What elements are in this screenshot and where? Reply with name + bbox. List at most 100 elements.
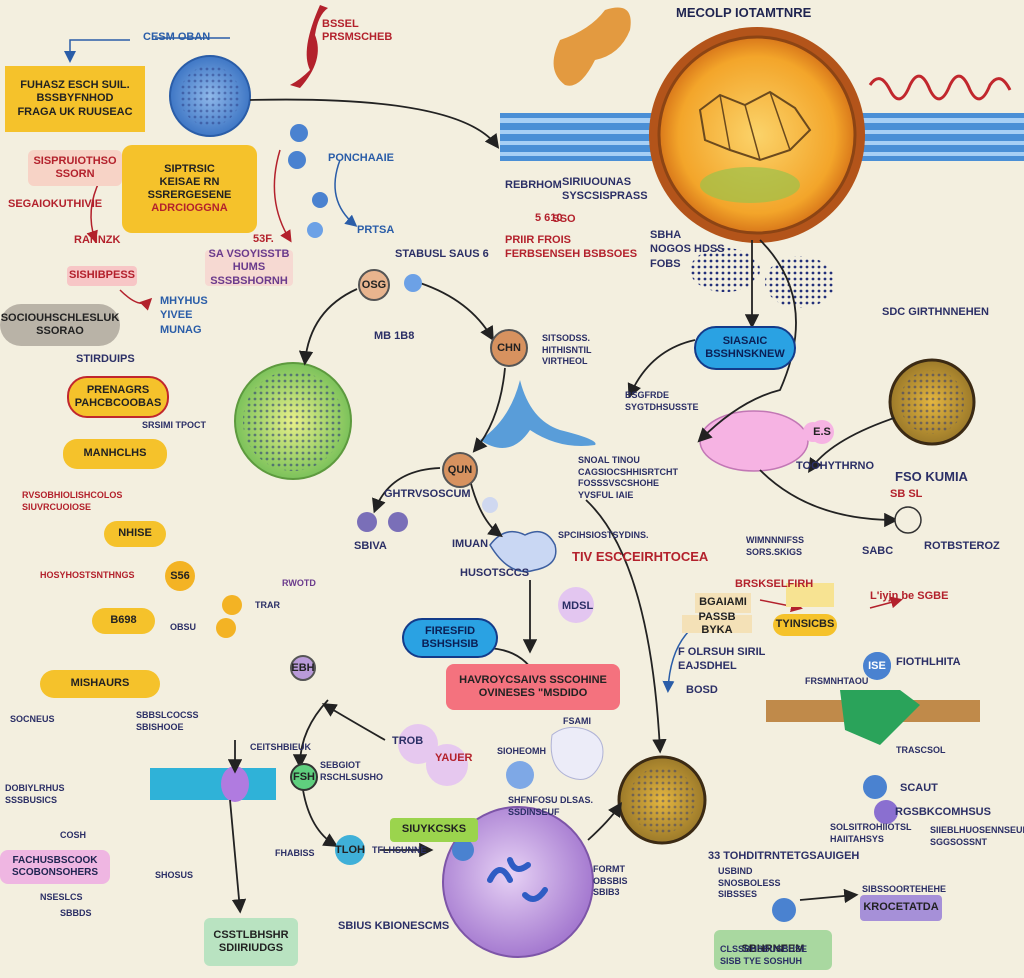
yellow-main-box: SIPTRSIC KEISAE RN SSRERGESENE ADRCIOGGN… <box>122 145 257 233</box>
label: TRAR <box>255 600 280 610</box>
red-oval-box: PRENAGRS PAHCBCOOBAS <box>67 376 169 418</box>
label: SOCNEUS <box>10 714 55 724</box>
label: ROTBSTEROZ <box>924 540 1000 552</box>
label-line: USBIND <box>718 866 753 876</box>
stirrup-label: STIRDUIPS <box>76 353 135 365</box>
small-node-icon <box>894 506 922 534</box>
small-node-icon <box>863 775 887 799</box>
label-group: SEBGIOT RSCHLSUSHO <box>320 760 383 783</box>
label: PONCHAAIE <box>328 152 395 164</box>
arrow-link <box>627 339 696 399</box>
node-chn: CHN <box>490 329 528 367</box>
blue-protein-icon-2 <box>489 530 557 573</box>
box-line: FIRESFID <box>424 624 476 637</box>
purple-box: KROCETATDA <box>860 895 942 921</box>
label-line: YVSFUL IAIE <box>578 490 634 501</box>
blue-protein-icon <box>480 380 596 448</box>
label-line: HAIITAHSYS <box>830 833 884 844</box>
label-group: SITSODSS. HITHISNTIL VIRTHEOL <box>542 333 592 368</box>
purple-cell-icon <box>442 806 594 958</box>
label-line: SORS.SKIGS <box>746 546 803 557</box>
box-line: HAVROYCSAIVS SSCOHINE <box>459 673 607 686</box>
label: TFLHSUNNE <box>372 845 427 855</box>
label: BRSKSELFIRH <box>735 578 814 590</box>
label-line: EAJSDHEL <box>678 660 737 673</box>
small-node-icon <box>398 724 438 764</box>
label: IMUAN <box>452 538 489 550</box>
box-line: SDIIRIUDGS <box>218 942 284 954</box>
small-node-icon <box>506 761 534 789</box>
label-group: F OLRSUH SIRIL EAJSDHEL <box>678 645 765 674</box>
tynq-box-bg <box>786 583 834 607</box>
label: 53F. <box>253 233 274 245</box>
box-line: BSSBYFNHOD <box>36 92 114 105</box>
small-node-icon <box>388 512 408 532</box>
node-qun: QUN <box>442 452 478 488</box>
label-line: SSDINSEUF <box>508 806 560 817</box>
arrow-link-blue <box>662 629 691 693</box>
label-line: FERBSENSEH BSBSOES <box>505 248 638 261</box>
label-line: SGGSOSSNT <box>930 836 988 847</box>
label: TIV ESCCEIRHTOCEA <box>572 549 709 564</box>
blue-oval-2: FIRESFID BSHSHSIB <box>402 618 498 658</box>
label: FIOTHLHITA <box>896 656 961 668</box>
label-group: SIIEBLHUOSENNSEUNO SGGSOSSNT <box>930 825 1024 848</box>
label-line: WIMNNNIFSS <box>746 535 804 545</box>
label-group: RVSOBHIOLISHCOLOS SIUVRCUOIOSE <box>22 490 122 513</box>
box-line: BSHSHSIB <box>421 638 479 650</box>
label-line: F OLRSUH SIRIL <box>678 646 766 658</box>
label-line: MHYHUS <box>160 295 208 307</box>
box-line: SIPTRSIC <box>164 162 215 175</box>
small-node-icon <box>312 192 328 208</box>
label: SPCIHSIOSTSYDINS. <box>558 530 649 540</box>
box-line: SCOBONSOHERS <box>11 867 99 878</box>
label: 33 TOHDITRNTETGSAUIGEH <box>708 850 860 862</box>
label: SBIUS KBIONESCMS <box>338 920 450 932</box>
chromosome-icon <box>487 857 548 902</box>
label: MDSL <box>562 600 594 612</box>
arrow-link <box>298 288 358 366</box>
node-ebh: EBH <box>290 655 316 681</box>
label-line: CAGSIOCSHHISRTCHT <box>578 466 679 477</box>
label: SRSIMI TPOCT <box>142 420 207 430</box>
small-node-icon <box>482 497 498 513</box>
node-fsh: FSH <box>290 763 318 791</box>
bsigm-box: BGAIAMI <box>695 593 751 613</box>
fiber-comb-icon <box>766 690 980 745</box>
arrow-link <box>808 417 895 473</box>
node-s56: S56 <box>165 561 195 591</box>
box-line: SSRERGESENE <box>147 189 232 201</box>
label-line: SBBSLCOCSS <box>136 710 199 720</box>
label: FHABISS <box>275 848 315 858</box>
node-es: E.S <box>810 420 834 444</box>
label-group: SBBSLCOCSS SBISHOOE <box>136 710 199 733</box>
label: 5 610 <box>535 212 563 224</box>
label: HUSOTSCCS <box>460 567 530 579</box>
node-tloh: TLOH <box>335 835 365 865</box>
small-node-icon <box>558 587 594 623</box>
arrow-link-red <box>273 149 292 243</box>
small-node-icon <box>426 744 468 786</box>
label-group: SNOAL TINOU CAGSIOCSHHISRTCHT FOSSSVSCSH… <box>578 455 678 502</box>
arrow-link <box>292 699 329 769</box>
box-line: FUHASZ ESCH SUIL. <box>20 79 130 92</box>
pasb-box: PASSB BYKA <box>682 611 752 636</box>
label: PRTSA <box>357 224 395 236</box>
label-line: SIBSSES <box>718 889 758 900</box>
gold-cell-texture-2 <box>629 767 695 833</box>
label-group: FORMT OBSBIS SBIB3 <box>593 864 628 899</box>
label: FSO KUMIA <box>895 469 968 484</box>
arrow-link <box>321 703 386 741</box>
label: BOSD <box>686 684 718 696</box>
label-line: SBHA <box>650 229 682 241</box>
label-line: VIRTHEOL <box>542 356 588 367</box>
arrow-link <box>469 479 503 538</box>
label: HOSYHOSTSNTHNGS <box>40 570 135 580</box>
box-line: FRAGA UK RUUSEAC <box>17 105 133 118</box>
legend-arrow-label: BSSEL PRSMSCHEB <box>322 18 393 43</box>
label-line: SYSCSISPRASS <box>562 190 648 203</box>
arrow-link-red <box>869 596 903 609</box>
label-line: BSGFRDE <box>625 390 670 400</box>
green-box: SBHRNEEM <box>714 930 832 970</box>
blue-cell-texture <box>180 66 240 126</box>
